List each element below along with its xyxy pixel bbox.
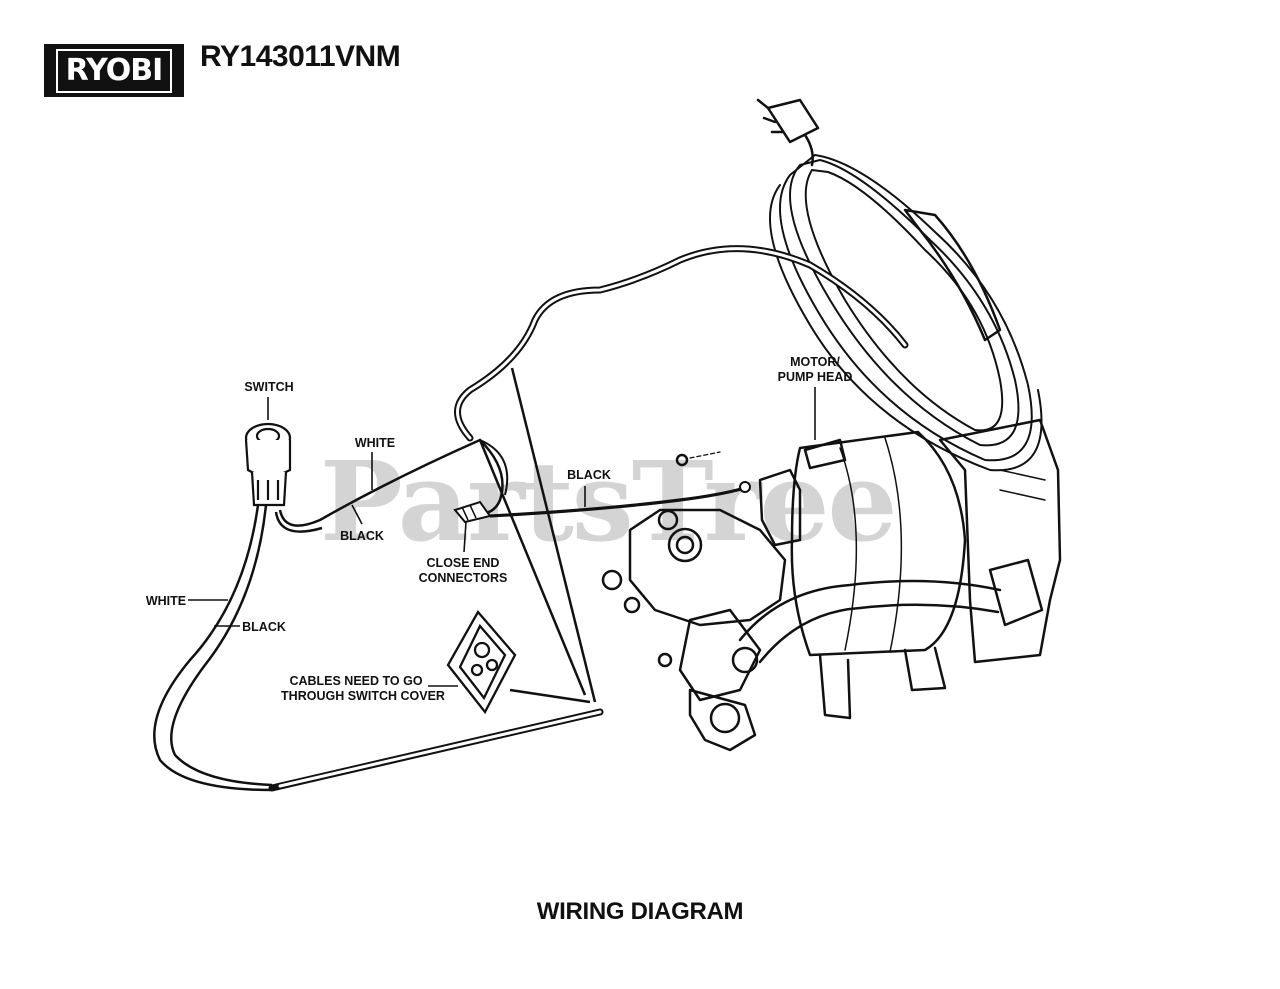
rear-foot [903, 646, 947, 692]
cord-hook [903, 208, 1002, 342]
label-white-top: WHITE [355, 436, 395, 450]
label-cables-1: CABLES NEED TO GO [289, 674, 422, 688]
switch-cover [446, 610, 517, 715]
pump-head [628, 508, 787, 627]
label-black-left: BLACK [242, 620, 286, 634]
outlet-fitting [678, 608, 762, 702]
callout-lines [478, 367, 597, 704]
motor-housing [790, 430, 967, 657]
label-switch: SWITCH [244, 380, 293, 394]
watermark: PartsTree [320, 437, 896, 566]
label-motor-1: MOTOR/ [790, 355, 840, 369]
white-wire-lower [153, 504, 273, 792]
switch-component [244, 422, 292, 507]
front-foot [818, 653, 852, 720]
label-leaders [188, 387, 816, 687]
power-cord-coil [769, 154, 1043, 472]
label-cables-2: THROUGH SWITCH COVER [281, 689, 445, 703]
diagram-title: WIRING DIAGRAM [536, 898, 744, 925]
power-plug [756, 98, 820, 167]
hose-clamp [988, 558, 1044, 627]
close-end-connector [453, 500, 492, 524]
garden-hose-inlet [688, 688, 757, 752]
rear-housing [938, 418, 1062, 664]
terminal-block [758, 468, 802, 547]
black-wire-motor [489, 486, 746, 518]
pressure-washer-illustration [601, 98, 1062, 752]
label-close-end-1: CLOSE END [427, 556, 500, 570]
model-number: RY143011VNM [200, 40, 401, 73]
black-wire-switch [274, 511, 323, 533]
ryobi-logo: RYOBI [44, 44, 184, 97]
logo-text: RYOBI [55, 48, 173, 93]
white-wire [278, 438, 504, 527]
label-motor-2: PUMP HEAD [778, 370, 853, 384]
label-black-mid: BLACK [340, 529, 384, 543]
label-white-left: WHITE [146, 594, 186, 608]
black-wire-lower [170, 504, 273, 787]
label-close-end-2: CONNECTORS [419, 571, 508, 585]
label-black-right: BLACK [567, 468, 611, 482]
